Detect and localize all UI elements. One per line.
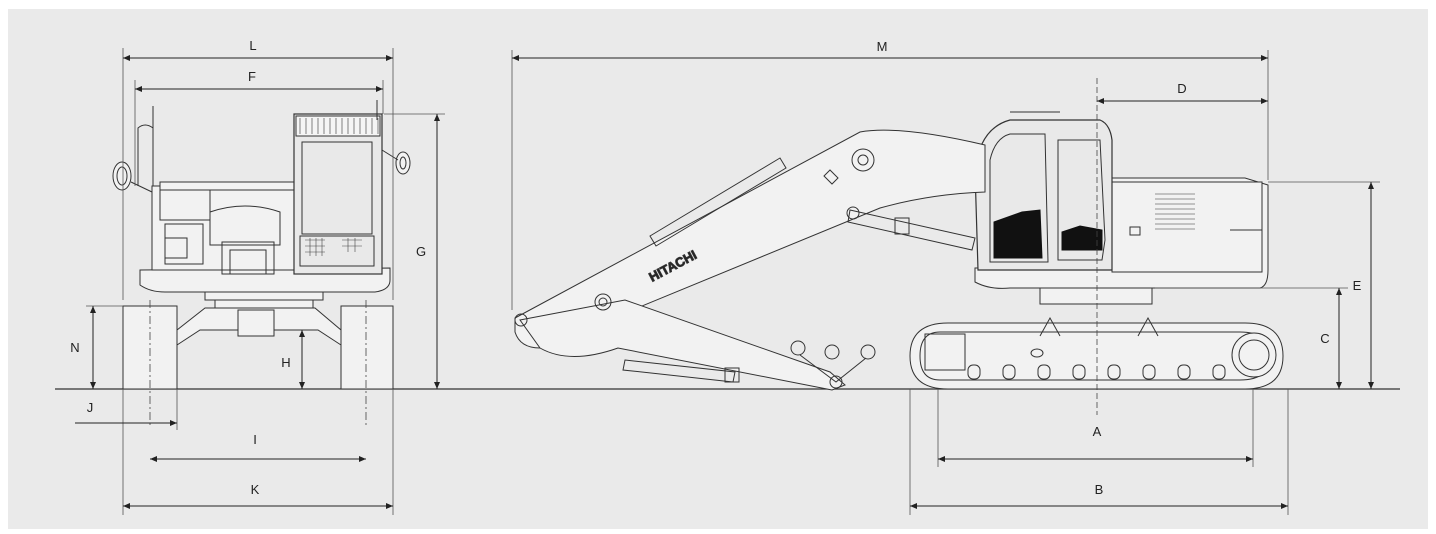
front-view <box>112 100 411 425</box>
label-E: E <box>1353 278 1362 293</box>
boom <box>514 129 986 349</box>
label-G: G <box>416 244 426 259</box>
label-N: N <box>70 340 79 355</box>
side-view <box>514 111 1284 391</box>
side-track <box>909 322 1284 390</box>
label-D: D <box>1177 81 1186 96</box>
right-track <box>340 305 394 390</box>
label-K: K <box>251 482 260 497</box>
side-view-dimensions <box>511 50 1380 515</box>
label-F: F <box>248 69 256 84</box>
label-M: M <box>877 39 888 54</box>
label-H: H <box>281 355 290 370</box>
label-B: B <box>1095 482 1104 497</box>
label-I: I <box>253 432 257 447</box>
label-J: J <box>87 400 94 415</box>
front-view-dimensions <box>75 48 445 515</box>
arm <box>519 299 846 391</box>
label-L: L <box>249 38 256 53</box>
label-C: C <box>1320 331 1329 346</box>
dimension-labels: L F G N H J I K M D E C A B <box>70 38 1361 497</box>
label-A: A <box>1093 424 1102 439</box>
